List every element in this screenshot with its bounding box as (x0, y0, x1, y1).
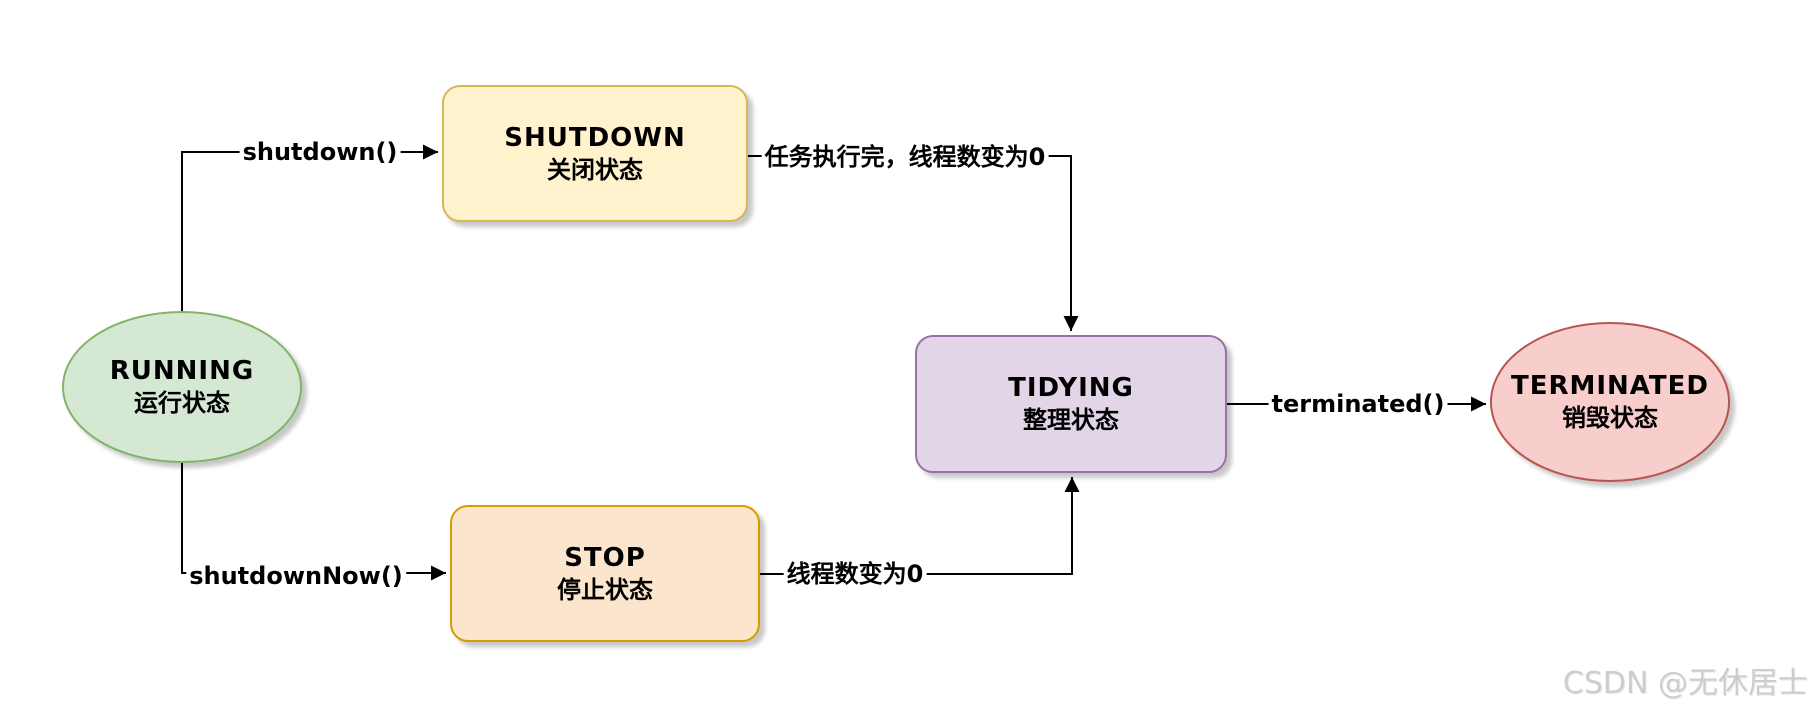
state-node-running: RUNNING 运行状态 (62, 311, 302, 463)
edge-label-tasks-done-threads-zero: 任务执行完，线程数变为0 (761, 143, 1049, 171)
edge-running-to-stop (181, 463, 446, 581)
state-node-stop: STOP 停止状态 (450, 505, 760, 642)
state-title: SHUTDOWN (504, 122, 686, 153)
state-title: RUNNING (109, 356, 255, 386)
edge-shutdown-to-tidying (748, 155, 1079, 331)
edge-label-terminated-call: terminated() (1268, 390, 1448, 418)
edge-label-shutdownnow-call: shutdownNow() (186, 562, 406, 590)
edge-label-shutdown-call: shutdown() (239, 138, 401, 166)
edge-label-threads-zero: 线程数变为0 (783, 560, 927, 588)
state-subtitle: 停止状态 (557, 575, 653, 604)
csdn-watermark: CSDN @无休居士 (1562, 666, 1808, 701)
state-node-shutdown: SHUTDOWN 关闭状态 (442, 85, 748, 222)
state-subtitle: 运行状态 (134, 389, 230, 417)
state-subtitle: 关闭状态 (547, 155, 643, 184)
state-title: TIDYING (1008, 373, 1134, 403)
state-node-terminated: TERMINATED 销毁状态 (1490, 322, 1730, 482)
edge-running-to-shutdown (181, 144, 438, 311)
state-node-tidying: TIDYING 整理状态 (915, 335, 1227, 473)
state-title: STOP (564, 542, 646, 573)
state-title: TERMINATED (1510, 371, 1709, 401)
state-subtitle: 销毁状态 (1562, 404, 1658, 432)
state-subtitle: 整理状态 (1023, 406, 1119, 434)
